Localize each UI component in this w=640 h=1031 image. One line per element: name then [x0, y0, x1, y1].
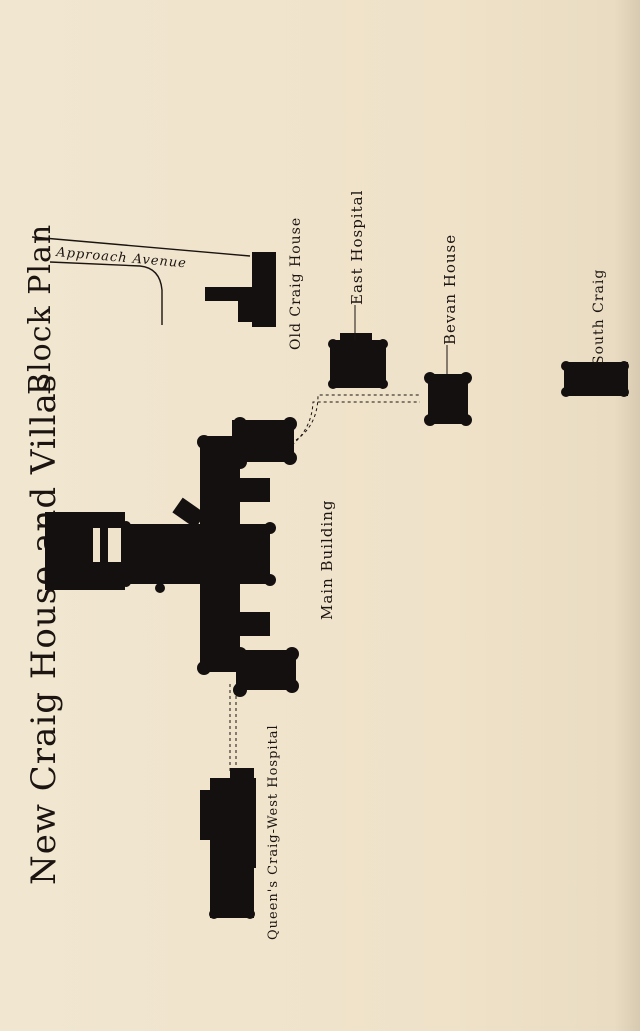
- queens-craig-west-hospital: [200, 768, 256, 919]
- queens-craig-label: Queen's Craig-West Hospital: [266, 724, 281, 940]
- bevan-house-label: Bevan House: [441, 234, 459, 345]
- south-craig-label: South Craig: [591, 269, 607, 365]
- main-building: [45, 417, 299, 697]
- approach-avenue-road: [31, 236, 251, 325]
- old-craig-house: [205, 252, 276, 327]
- plan-title: New Craig House and Villas: [24, 374, 64, 885]
- connecting-corridors: [229, 394, 420, 772]
- bevan-house: [424, 372, 472, 426]
- main-building-courtyard-inner: [100, 528, 108, 562]
- block-plan-heading: Block Plan: [23, 224, 58, 395]
- south-craig: [561, 361, 629, 397]
- east-hospital: [328, 333, 388, 389]
- east-hospital-label: East Hospital: [348, 190, 366, 305]
- main-building-label: Main Building: [318, 500, 336, 620]
- old-craig-house-label: Old Craig House: [288, 217, 304, 350]
